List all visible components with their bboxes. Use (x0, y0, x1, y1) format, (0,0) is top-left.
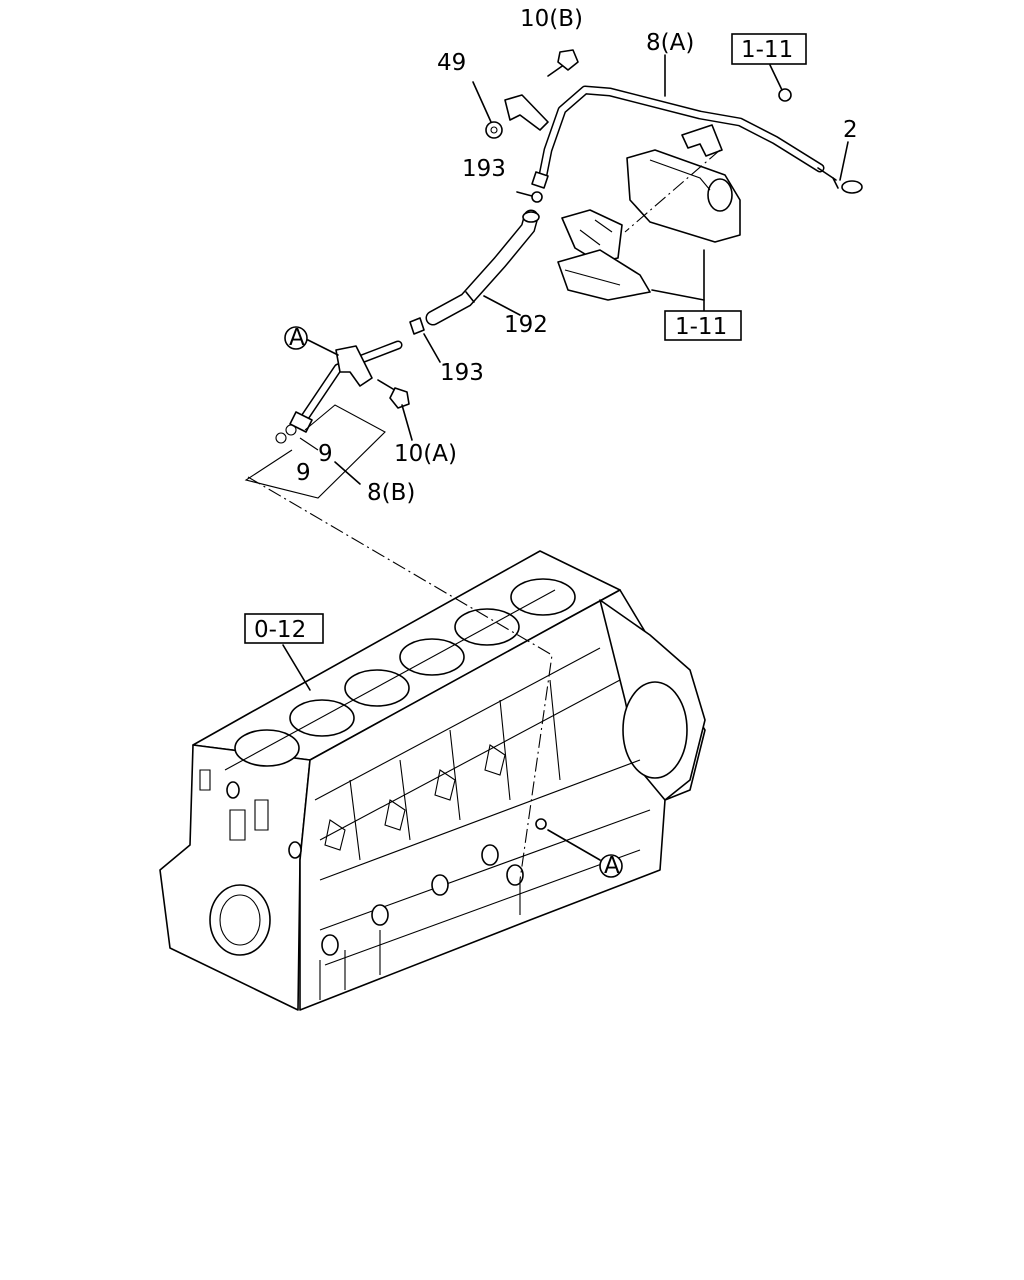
engine-block (159, 550, 706, 1011)
oil-filter-assembly (557, 149, 741, 301)
gauge-guide-8a (504, 85, 825, 189)
label-callout-a-top: A (289, 325, 305, 351)
label-49: 49 (437, 50, 466, 76)
label-10a: 10(A) (394, 441, 457, 467)
label-193-bottom: 193 (440, 360, 484, 386)
label-ref-1-11-top: 1-11 (741, 37, 793, 63)
label-192: 192 (504, 312, 548, 338)
dipstick-handle-2 (817, 167, 863, 194)
fitting-193-lower (409, 317, 425, 335)
bolt-10a (377, 379, 410, 409)
nut-49 (485, 121, 503, 139)
label-10b: 10(B) (520, 6, 583, 32)
label-callout-a-bottom: A (604, 853, 620, 879)
label-9-lower: 9 (296, 460, 311, 486)
label-ref-0-12: 0-12 (254, 617, 306, 643)
hose-192 (425, 209, 540, 326)
label-8b: 8(B) (367, 480, 415, 506)
bolt-10b (547, 49, 579, 77)
clamp-193-upper (531, 191, 543, 203)
label-8a: 8(A) (646, 30, 694, 56)
ref-box-1-11-bottom (664, 310, 742, 341)
leader-lines (244, 54, 849, 861)
label-193-top: 193 (462, 156, 506, 182)
gauge-tube-lower (275, 340, 403, 444)
label-2: 2 (843, 117, 858, 143)
callout-a-top-circle (284, 326, 308, 350)
nut-1-11 (778, 88, 792, 102)
label-ref-1-11-bottom: 1-11 (675, 314, 727, 340)
callout-a-bottom-circle (599, 854, 623, 878)
ref-box-0-12 (244, 613, 324, 644)
label-9-upper: 9 (318, 441, 333, 467)
ref-box-1-11-top (731, 33, 807, 65)
